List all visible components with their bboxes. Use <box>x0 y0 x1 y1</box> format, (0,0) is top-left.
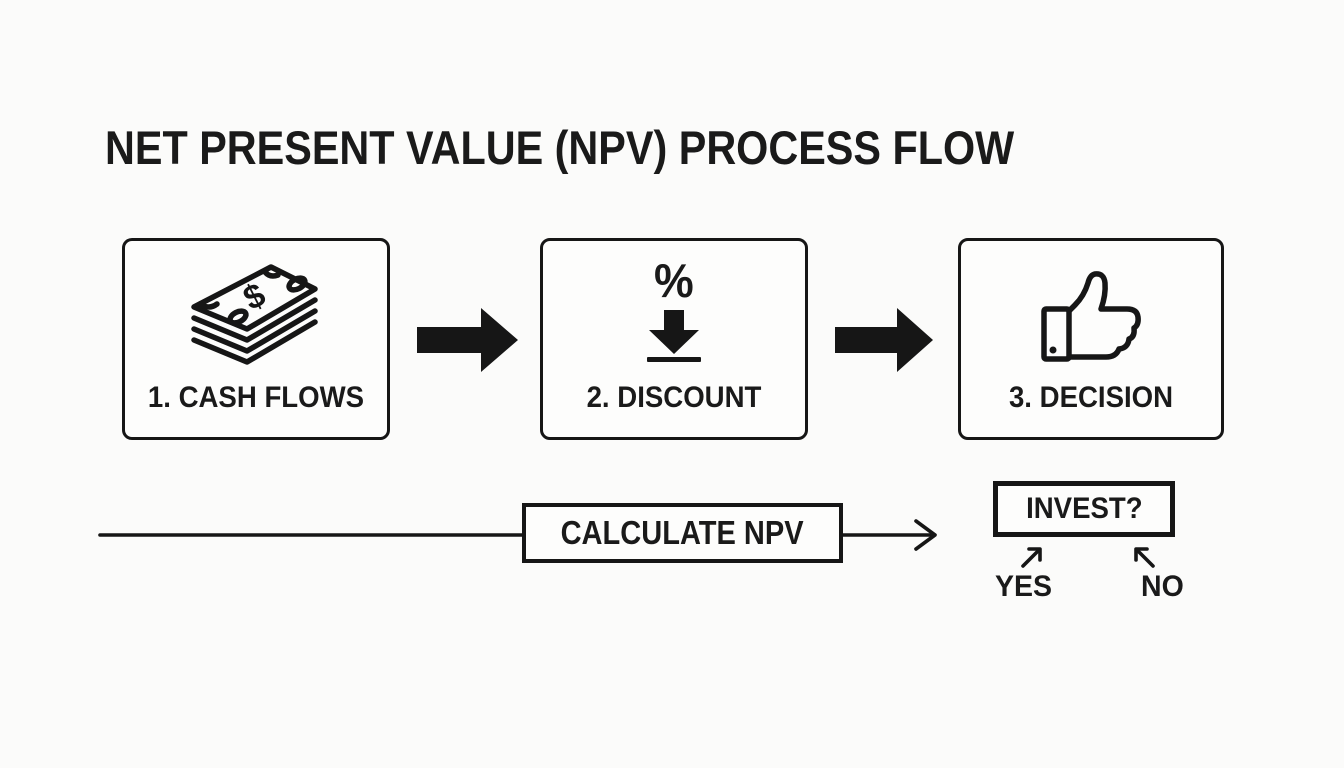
calculate-npv-label: CALCULATE NPV <box>560 514 805 551</box>
percent-down-arrow-icon: % <box>543 257 805 362</box>
page-title: NET PRESENT VALUE (NPV) PROCESS FLOW <box>105 121 1015 174</box>
thumbs-up-icon <box>961 263 1221 363</box>
down-arrow-icon <box>649 310 699 354</box>
step-box-discount: % 2. DISCOUNT <box>540 238 808 440</box>
yes-branch-label: YES <box>995 570 1053 603</box>
timeline-connectors <box>98 519 1155 568</box>
cash-stack-icon-svg: $ <box>191 264 318 365</box>
no-branch-label: NO <box>1141 570 1184 603</box>
block-arrow-icon <box>835 308 933 377</box>
line-arrow-head-icon <box>914 519 937 551</box>
invest-decision-box: INVEST? <box>993 481 1175 537</box>
no-arrow-icon <box>1134 547 1155 568</box>
step-box-decision: 3. DECISION <box>958 238 1224 440</box>
step-box-cash-flows: $ 1. CASH FLOWS <box>122 238 390 440</box>
step-label-cash-flows: 1. CASH FLOWS <box>147 381 365 414</box>
step-label-discount: 2. DISCOUNT <box>586 381 762 414</box>
yes-arrow-icon <box>1021 547 1042 568</box>
cash-stack-icon: $ <box>125 263 387 371</box>
invest-label: INVEST? <box>1025 492 1143 525</box>
block-arrow-icon <box>417 308 518 377</box>
percent-glyph: % <box>654 254 694 307</box>
calculate-npv-box: CALCULATE NPV <box>522 503 843 563</box>
step-label-decision: 3. DECISION <box>1008 381 1174 414</box>
underline-bar <box>647 357 701 362</box>
